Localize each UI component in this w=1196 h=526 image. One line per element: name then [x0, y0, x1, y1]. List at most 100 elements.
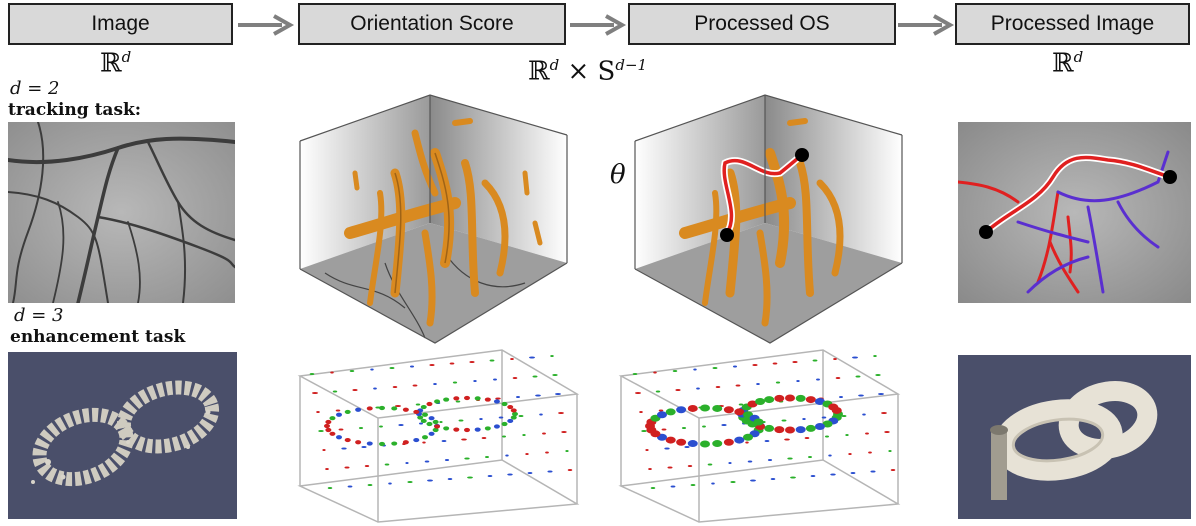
- glyph: [835, 377, 841, 379]
- glyph: [484, 456, 490, 458]
- glyph-strong: [413, 409, 420, 415]
- glyph-strong: [493, 399, 500, 404]
- theta-symbol: θ: [610, 160, 626, 190]
- glyph: [398, 424, 404, 426]
- glyph: [422, 441, 426, 444]
- glyph: [455, 400, 461, 403]
- glyph: [550, 355, 554, 357]
- glyph: [507, 473, 513, 476]
- glyph: [684, 446, 690, 448]
- glyph-strong: [665, 436, 676, 444]
- glyph: [750, 479, 756, 482]
- glyph: [449, 362, 455, 365]
- glyph: [316, 411, 320, 413]
- glyph: [405, 462, 409, 464]
- processed-retina-image: [958, 122, 1191, 303]
- glyph: [458, 419, 464, 422]
- glyph: [693, 368, 697, 371]
- glyph: [473, 380, 477, 382]
- box-image: Image: [8, 3, 233, 45]
- glyph: [868, 451, 872, 454]
- glyph: [373, 387, 377, 390]
- glyph-strong: [743, 433, 754, 441]
- glyph-strong: [464, 395, 470, 401]
- glyph: [690, 484, 696, 486]
- glyph-strong: [355, 440, 362, 445]
- glyph: [770, 478, 776, 480]
- glyph: [433, 383, 437, 385]
- glyph-strong: [428, 416, 435, 421]
- glyph: [830, 473, 836, 476]
- glyph: [429, 364, 435, 366]
- orientation-score-cube: [299, 94, 568, 344]
- glyph: [518, 415, 524, 417]
- processed-os-cube: [634, 94, 903, 344]
- glyph: [452, 381, 458, 384]
- glyph: [461, 438, 467, 441]
- glyph: [796, 380, 800, 382]
- glyph: [444, 459, 450, 461]
- glyph: [790, 476, 796, 479]
- glyph: [787, 457, 793, 460]
- row1-task: tracking task:: [8, 100, 142, 120]
- glyph-strong: [379, 441, 385, 447]
- glyph: [712, 367, 718, 369]
- glyph-strong: [723, 406, 734, 414]
- glyph: [561, 431, 567, 433]
- glyph: [505, 454, 509, 457]
- glyph-strong: [785, 426, 795, 434]
- glyph-strong: [484, 426, 491, 431]
- box-processed-image: Processed Image: [955, 3, 1190, 45]
- glyph: [756, 383, 760, 385]
- glyph-strong: [723, 438, 734, 446]
- glyph: [747, 460, 753, 463]
- glyph: [735, 384, 741, 387]
- glyph: [667, 466, 673, 469]
- glyph: [394, 405, 402, 407]
- glyph-strong: [712, 440, 723, 448]
- space-image: ℝd: [100, 48, 132, 79]
- glyph: [412, 384, 418, 387]
- glyph-strong: [426, 421, 433, 427]
- glyph: [804, 437, 810, 439]
- glyph-strong: [764, 396, 775, 404]
- glyph: [489, 359, 495, 362]
- glyph: [479, 418, 483, 420]
- glyph: [875, 374, 881, 376]
- space-processed-image: ℝd: [1052, 48, 1084, 79]
- glyph-strong: [324, 423, 330, 429]
- glyph: [539, 413, 543, 416]
- glyph: [330, 371, 334, 374]
- glyph-strong: [420, 418, 427, 424]
- glyph-strong: [665, 408, 676, 416]
- glyph: [335, 409, 341, 412]
- glyph: [816, 378, 820, 381]
- glyph: [493, 378, 497, 381]
- glyph: [364, 465, 370, 467]
- glyph-strong: [501, 401, 508, 407]
- glyph: [821, 416, 827, 419]
- glyph-strong: [422, 412, 429, 417]
- glyph: [392, 386, 398, 388]
- glyph-strong: [335, 435, 342, 440]
- glyph: [532, 375, 538, 378]
- glyph: [681, 427, 687, 429]
- glyph: [858, 394, 864, 397]
- glyph: [415, 403, 421, 406]
- glyph: [738, 403, 744, 406]
- glyph-strong: [434, 399, 441, 404]
- glyph: [650, 487, 656, 489]
- box-orientation-score: Orientation Score: [298, 3, 566, 45]
- glyph: [389, 367, 395, 369]
- glyph: [641, 430, 647, 432]
- glyph: [467, 476, 473, 479]
- glyph-strong: [795, 426, 806, 434]
- glyph-strong: [443, 426, 450, 431]
- glyph: [639, 411, 643, 413]
- row2-task: enhancement task: [10, 327, 186, 347]
- glyph: [384, 463, 390, 466]
- glyph: [802, 418, 806, 420]
- glyph: [781, 419, 787, 422]
- glyph-strong: [329, 431, 336, 436]
- glyph: [752, 364, 758, 366]
